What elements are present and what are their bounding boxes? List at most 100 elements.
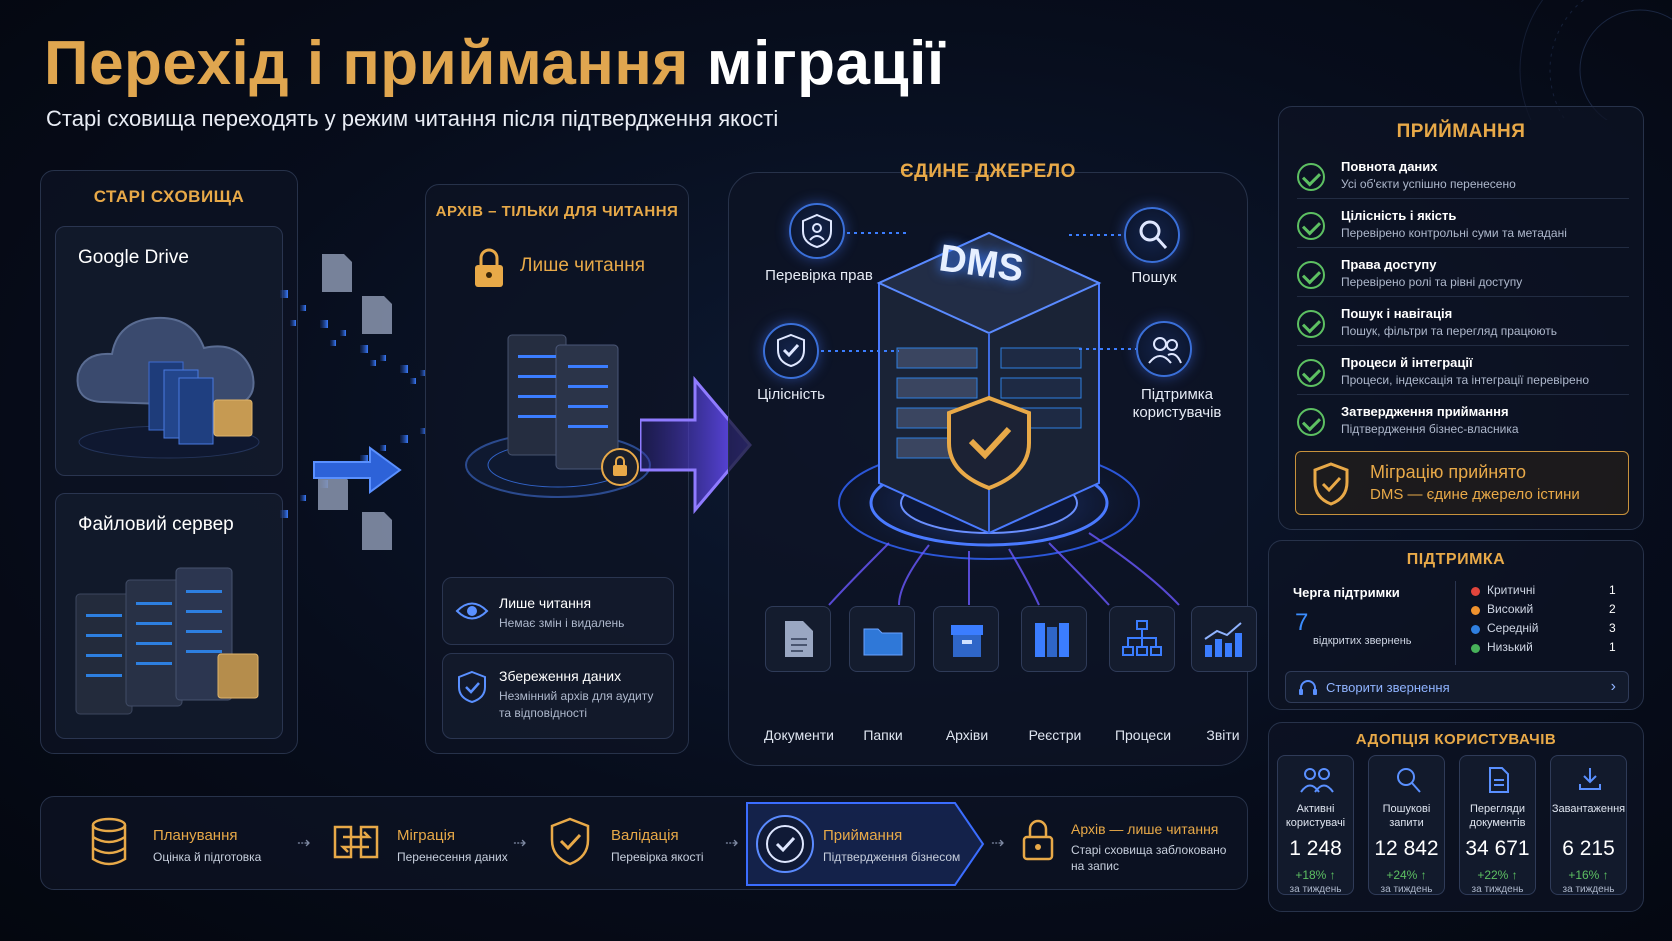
page-subtitle: Старі сховища переходять у режим читання… xyxy=(46,106,779,131)
adoption-metric-label-line1: Завантаження xyxy=(1551,803,1626,815)
adoption-metric-value: 1 248 xyxy=(1289,837,1342,860)
shield-check-icon xyxy=(777,333,805,368)
priority-value: 2 xyxy=(1609,602,1616,616)
adoption-metric-label-line1: Активні xyxy=(1296,803,1335,815)
adoption-metric-label-line2: користувачі xyxy=(1285,817,1346,829)
acceptance-item-title: Права доступу xyxy=(1341,257,1437,272)
adoption-metric-value: 12 842 xyxy=(1374,837,1439,860)
timeline-step-subtitle-line1: Старі сховища заблоковано xyxy=(1071,843,1227,857)
adoption-metric-value: 34 671 xyxy=(1465,837,1530,860)
support-title: ПІДТРИМКА xyxy=(1406,551,1506,568)
chevron-right-icon: › xyxy=(1610,678,1616,695)
google-drive-label: Google Drive xyxy=(78,247,189,268)
database-icon xyxy=(91,817,127,866)
adoption-metric-label-line2: документів xyxy=(1469,817,1526,829)
adoption-metric-label-line2: запити xyxy=(1389,817,1424,829)
step-arrow-icon: ⇢ xyxy=(297,835,311,852)
acceptance-title: ПРИЙМАННЯ xyxy=(1396,121,1526,142)
adoption-metric-change: +22% ↑ xyxy=(1477,868,1518,882)
page-title-part1: Перехід і приймання xyxy=(44,29,689,98)
data-preservation-title: Збереження даних xyxy=(499,668,622,684)
acceptance-item-subtitle: Усі об'єкти успішно перенесено xyxy=(1341,177,1516,191)
acceptance-item: Затвердження приймання Підтвердження біз… xyxy=(1297,398,1629,444)
single-source-panel: ЄДИНЕ ДЖЕРЕЛО DMS Перевірка прав Пошук xyxy=(728,161,1257,766)
adoption-metric-change: +18% ↑ xyxy=(1295,868,1336,882)
adoption-metric-card: Активні користувачі 1 248 +18% ↑ за тижде… xyxy=(1277,755,1354,895)
priority-dot xyxy=(1471,625,1480,634)
timeline-step-subtitle: Оцінка й підготовка xyxy=(153,850,262,864)
file-server-icon xyxy=(75,567,259,715)
check-circle-icon xyxy=(1297,310,1325,338)
adoption-metric-period: за тиждень xyxy=(1471,884,1524,895)
adoption-title: АДОПЦІЯ КОРИСТУВАЧІВ xyxy=(1355,731,1557,748)
shield-check-icon xyxy=(550,817,590,866)
timeline-step-title: Планування xyxy=(153,827,238,844)
readonly-lock-label: Лише читання xyxy=(520,255,646,276)
data-stream-graphic xyxy=(280,254,426,550)
adoption-metric-label: Пошукові запити xyxy=(1369,802,1444,830)
process-flow-icon xyxy=(1122,620,1162,656)
download-icon xyxy=(1579,768,1601,790)
readonly-row-subtitle: Немає змін і видалень xyxy=(499,616,625,630)
search-feature-icon[interactable] xyxy=(1124,207,1180,263)
open-tickets-label: відкритих звернень xyxy=(1313,635,1412,647)
user-adoption-panel: АДОПЦІЯ КОРИСТУВАЧІВ Активні користувачі … xyxy=(1268,722,1644,912)
timeline-step-subtitle: Перевірка якості xyxy=(611,850,704,864)
acceptance-item-title: Повнота даних xyxy=(1341,159,1438,174)
adoption-metric-period: за тиждень xyxy=(1289,884,1342,895)
user-shield-icon xyxy=(802,213,832,249)
document-icon xyxy=(785,621,813,657)
timeline-step-title[interactable]: Приймання xyxy=(823,827,903,844)
migration-timeline: Планування Оцінка й підготовка ⇢ Міграці… xyxy=(40,796,1248,890)
step-arrow-icon: ⇢ xyxy=(513,835,527,852)
priority-value: 3 xyxy=(1609,621,1616,635)
step-arrow-icon: ⇢ xyxy=(991,835,1005,852)
adoption-metric-card: Завантаження 6 215 +16% ↑ за тиждень xyxy=(1550,755,1627,895)
category-documents-label: Документи xyxy=(764,727,834,743)
folder-icon xyxy=(863,628,903,656)
check-circle-icon xyxy=(1297,163,1325,191)
archive-box-icon xyxy=(951,625,983,657)
single-source-title: ЄДИНЕ ДЖЕРЕЛО xyxy=(900,161,1076,182)
active-step-highlight xyxy=(746,802,985,886)
priority-label: Низький xyxy=(1487,640,1533,654)
google-drive-card[interactable]: Google Drive xyxy=(55,226,283,476)
rights-check-label: Перевірка прав xyxy=(765,267,873,284)
adoption-metric-change: +24% ↑ xyxy=(1386,868,1427,882)
support-queue-label: Черга підтримки xyxy=(1293,585,1400,600)
check-circle-icon xyxy=(1297,408,1325,436)
migration-accepted-banner: Міграцію прийнято DMS — єдине джерело іс… xyxy=(1295,451,1629,515)
search-icon xyxy=(1139,220,1168,250)
migration-accepted-subtitle: DMS — єдине джерело істини xyxy=(1370,486,1580,503)
check-circle-icon xyxy=(1297,261,1325,289)
acceptance-item: Пошук і навігація Пошук, фільтри та пере… xyxy=(1297,300,1629,346)
priority-value: 1 xyxy=(1609,583,1616,597)
adoption-metric-label: Завантаження xyxy=(1551,802,1626,816)
adoption-metric-label-line1: Пошукові xyxy=(1382,803,1431,815)
adoption-metric-label: Активні користувачі xyxy=(1278,802,1353,830)
timeline-step-subtitle: Перенесення даних xyxy=(397,850,508,864)
support-divider xyxy=(1455,581,1456,665)
readonly-lock-card: Лише читання xyxy=(442,235,674,295)
headset-icon xyxy=(1299,680,1317,695)
category-archives-label: Архіви xyxy=(945,727,989,743)
file-server-card[interactable]: Файловий сервер xyxy=(55,493,283,739)
archive-server-icon xyxy=(465,334,651,498)
dms-server-graphic xyxy=(819,231,1159,573)
adoption-metric-period: за тиждень xyxy=(1562,884,1615,895)
transfer-icon xyxy=(333,825,379,859)
timeline-step-subtitle-line2: на запис xyxy=(1071,859,1120,873)
data-preservation-row: Збереження даних Незмінний архів для ауд… xyxy=(442,653,674,739)
shield-check-icon xyxy=(458,670,486,704)
create-ticket-button[interactable]: Створити звернення › xyxy=(1285,671,1629,703)
acceptance-panel: ПРИЙМАННЯ Повнота даних Усі об'єкти успі… xyxy=(1278,106,1644,530)
category-reports[interactable] xyxy=(1191,606,1257,672)
timeline-step-title: Валідація xyxy=(611,827,679,844)
create-ticket-label: Створити звернення xyxy=(1326,680,1450,695)
page-title-part2: міграції xyxy=(706,29,945,98)
acceptance-item-subtitle: Підтвердження бізнес-власника xyxy=(1341,422,1519,436)
acceptance-item: Права доступу Перевірено ролі та рівні д… xyxy=(1297,251,1629,297)
